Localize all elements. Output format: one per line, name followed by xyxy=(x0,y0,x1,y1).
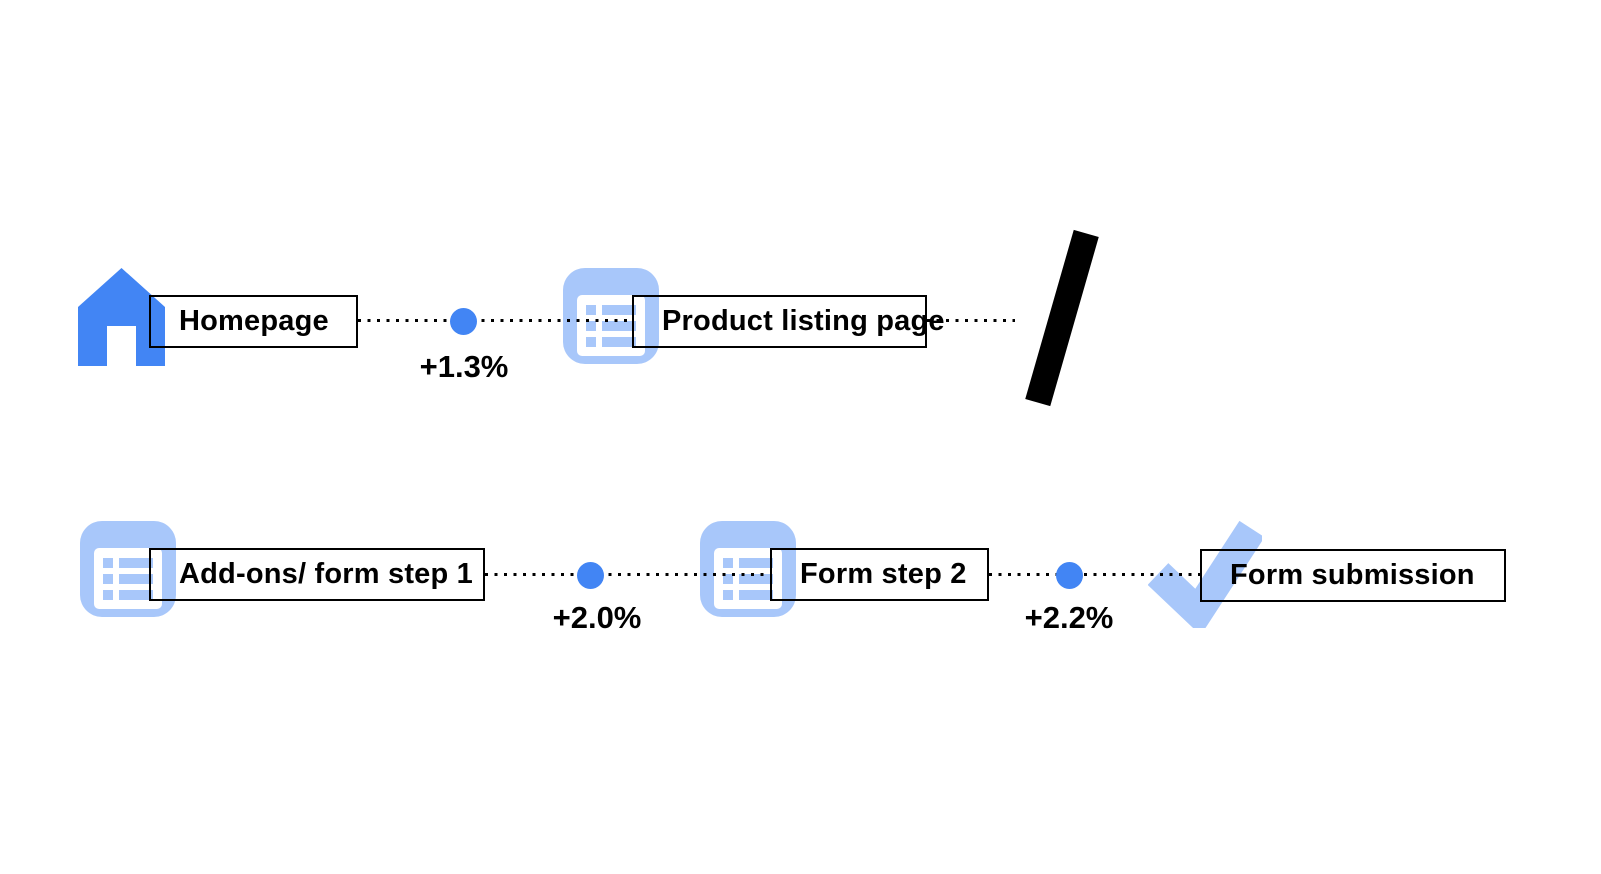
connector-line-row1-1 xyxy=(358,319,632,322)
home-icon xyxy=(78,268,165,366)
connector-line-row1-2 xyxy=(927,319,1015,322)
node-label-addons: Add-ons/ form step 1 xyxy=(179,558,474,590)
connector-line-row2-2 xyxy=(989,573,1202,576)
conversion-delta-2: +2.0% xyxy=(552,600,642,635)
step-dot xyxy=(577,562,604,589)
node-box-homepage: Homepage xyxy=(149,295,358,348)
node-label-form-submission: Form submission xyxy=(1230,559,1475,591)
slash-icon xyxy=(1025,229,1099,407)
node-box-addons: Add-ons/ form step 1 xyxy=(149,548,485,601)
node-box-form-step-2: Form step 2 xyxy=(770,548,989,601)
node-box-product-listing: Product listing page xyxy=(632,295,945,348)
node-label-homepage: Homepage xyxy=(179,305,329,337)
node-label-product-listing: Product listing page xyxy=(662,305,945,337)
step-dot xyxy=(1056,562,1083,589)
node-label-form-step-2: Form step 2 xyxy=(800,558,967,590)
list-icon xyxy=(563,268,659,364)
step-dot xyxy=(450,308,477,335)
conversion-delta-1: +1.3% xyxy=(419,349,509,384)
list-icon xyxy=(700,521,796,617)
list-icon xyxy=(80,521,176,617)
node-box-form-submission: Form submission xyxy=(1200,549,1506,602)
check-icon xyxy=(1147,518,1265,636)
connector-line-row2-1 xyxy=(485,573,772,576)
conversion-delta-3: +2.2% xyxy=(1024,600,1114,635)
